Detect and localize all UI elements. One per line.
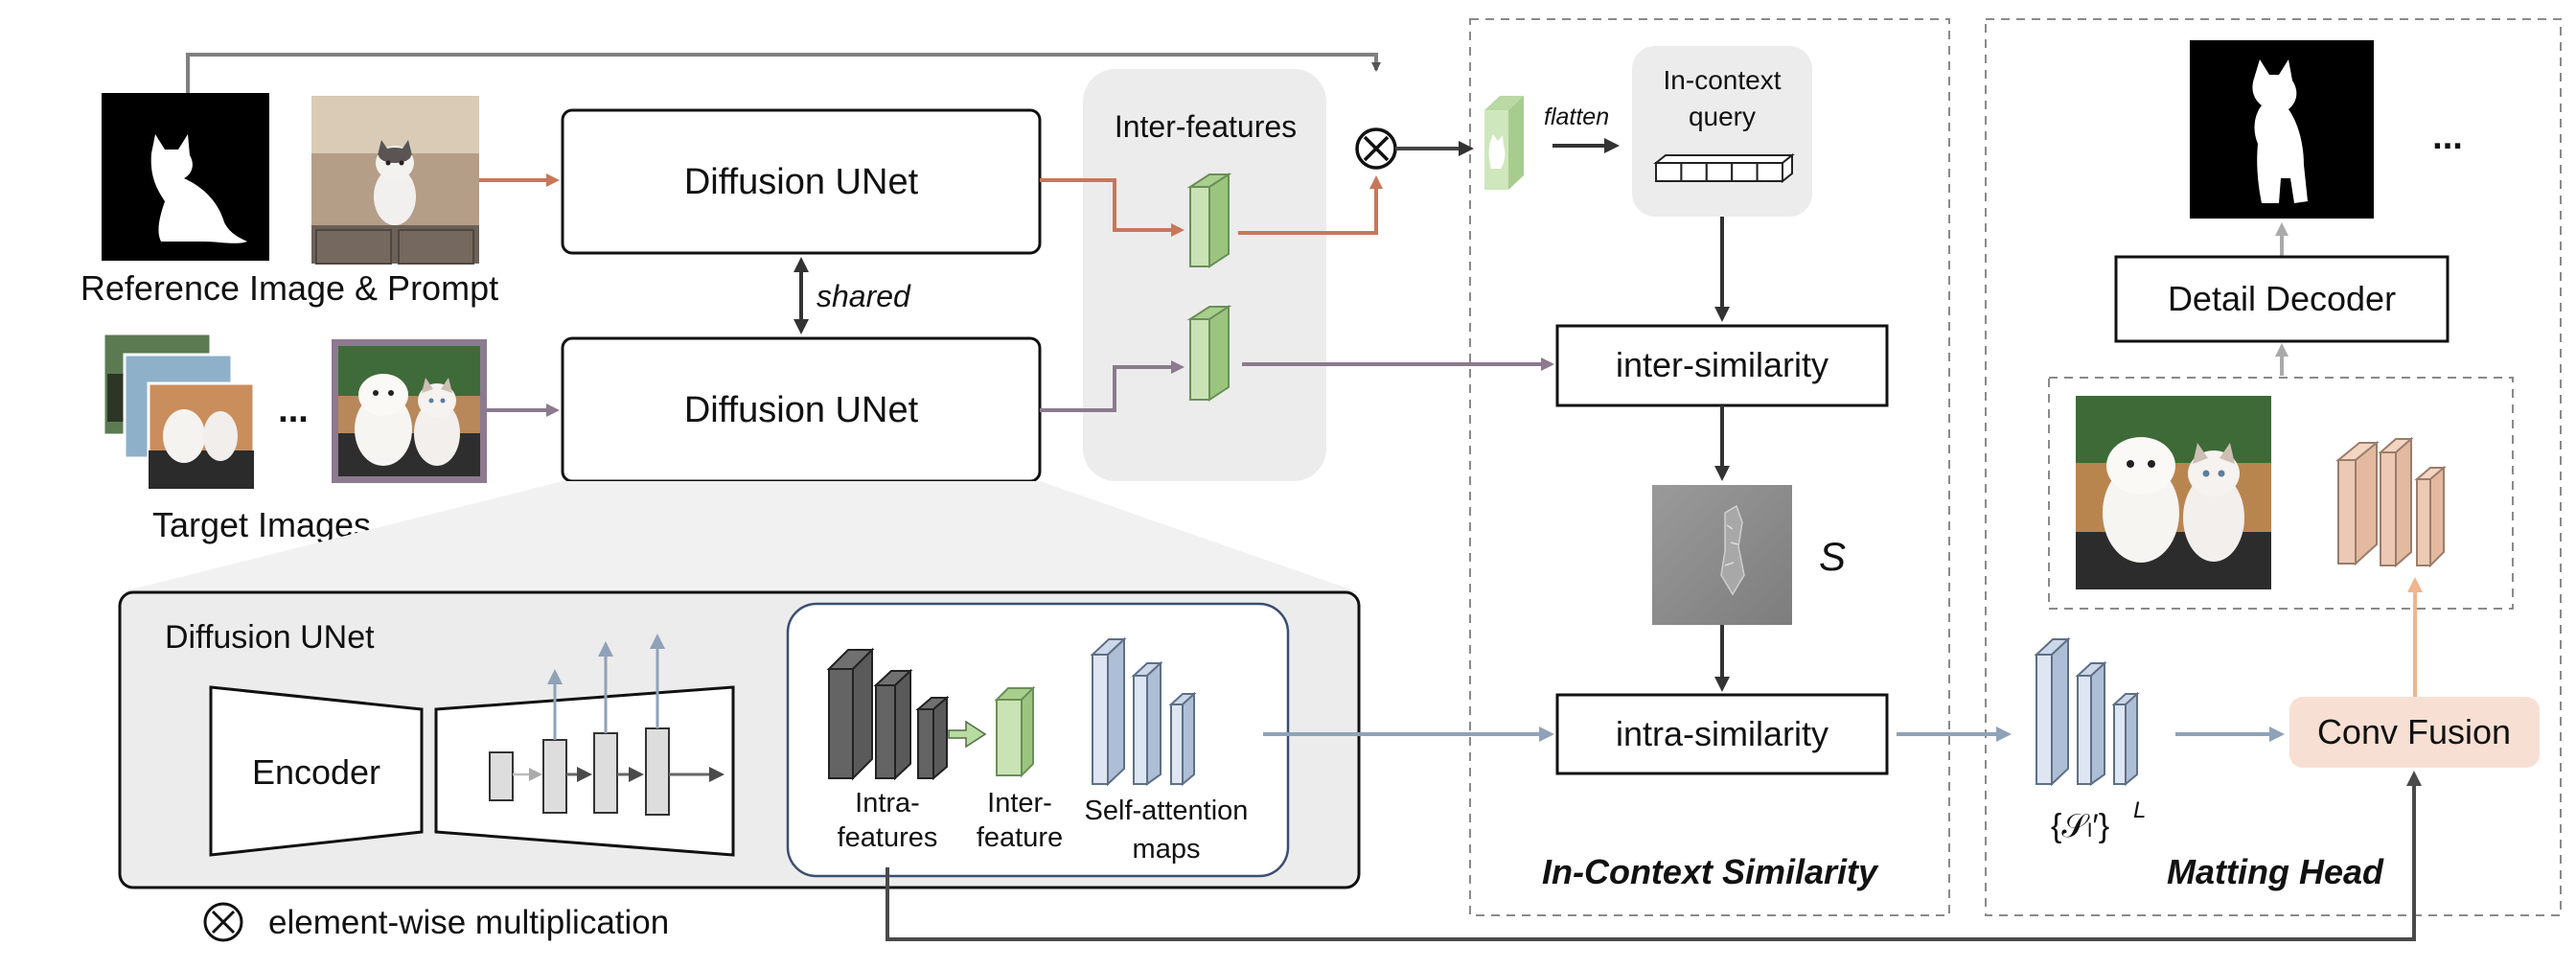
intra-features-to-conv-fusion-arrow — [886, 771, 2422, 941]
self-attention-label-2: maps — [1133, 834, 1201, 865]
reference-photo — [311, 96, 479, 265]
intra-features-blocks — [826, 647, 950, 781]
target-image-stack — [102, 332, 256, 491]
diffusion-unet-top-label: Diffusion UNet — [684, 162, 919, 202]
self-attention-feature-set — [2034, 636, 2140, 787]
masked-feature — [1484, 96, 1524, 190]
flatten-label: flatten — [1544, 104, 1609, 130]
unet-bottom-to-feature-arrow — [1040, 360, 1184, 412]
inter-feature-top — [1186, 173, 1232, 268]
reference-mask — [102, 93, 269, 261]
similarity-map — [1652, 485, 1792, 625]
puppy-kitten-photo-icon — [355, 374, 460, 466]
self-attn-set-sup: L — [2133, 797, 2146, 823]
encoder-trapezoid — [209, 685, 424, 857]
target-photo — [332, 339, 487, 483]
zoom-wedge — [120, 481, 1359, 592]
intra-similarity-box — [1555, 693, 1889, 775]
query-label-line2: query — [1689, 102, 1756, 131]
in-context-similarity-section — [1469, 18, 1950, 916]
inter-features-panel — [1083, 69, 1326, 481]
decoder-internal-blocks — [489, 634, 724, 816]
self-attention-label-1: Self-attention — [1085, 796, 1249, 826]
mask-skip-connection — [186, 53, 1381, 93]
detail-decoder-box — [2114, 255, 2450, 343]
reference-caption: Reference Image & Prompt — [80, 268, 498, 308]
decoder-trapezoid — [434, 685, 735, 857]
self-attn-set-label: {𝒮ₗ′} — [2051, 808, 2109, 844]
intra-features-label-1: Intra- — [855, 788, 920, 819]
in-context-similarity-title: In-Context Similarity — [1542, 852, 1879, 891]
encoder-label: Encoder — [252, 752, 380, 792]
conv-fusion-box — [2289, 697, 2540, 768]
features-group — [786, 602, 1290, 878]
unet-detail-title: Diffusion UNet — [165, 619, 375, 656]
target-ellipsis: ... — [278, 390, 309, 430]
output-alpha-matte — [2190, 40, 2374, 219]
refinement-target-photo — [2076, 396, 2271, 589]
feature-to-multiply-arrow — [1238, 175, 1383, 235]
output-ellipsis: ... — [2432, 117, 2463, 157]
circle-times-icon — [1355, 127, 1397, 170]
cat-silhouette-icon — [150, 134, 247, 243]
circle-times-icon — [203, 902, 243, 942]
similarity-symbol: S — [1819, 534, 1846, 579]
query-label-line1: In-context — [1664, 65, 1782, 95]
diffusion-unet-bottom-label: Diffusion UNet — [684, 390, 919, 430]
inter-feature-block — [994, 685, 1036, 778]
intra-features-label-2: features — [838, 822, 938, 853]
cat-photo-icon — [374, 140, 416, 225]
refinement-panel — [2048, 377, 2514, 610]
inter-feature-label-2: feature — [977, 822, 1063, 853]
inter-feature-bottom — [1186, 305, 1232, 402]
query-token-vector — [1653, 152, 1795, 184]
conv-fusion-label: Conv Fusion — [2317, 712, 2511, 751]
shared-label: shared — [816, 279, 911, 313]
legend-text: element-wise multiplication — [268, 904, 669, 941]
intra-similarity-label: intra-similarity — [1616, 714, 1828, 753]
inter-similarity-box — [1555, 324, 1889, 407]
self-attention-maps-blocks — [1090, 636, 1197, 787]
target-caption: Target Images — [152, 505, 371, 544]
intra-to-inter-arrow — [948, 720, 987, 749]
inter-feature-label-1: Inter- — [987, 788, 1052, 819]
decoder-feature-blocks — [2335, 436, 2447, 568]
unet-top-to-feature-arrow — [1040, 178, 1184, 237]
matting-head-title: Matting Head — [2167, 852, 2384, 891]
inter-similarity-label: inter-similarity — [1616, 345, 1828, 384]
inter-features-label: Inter-features — [1115, 109, 1297, 144]
detail-decoder-label: Detail Decoder — [2168, 279, 2396, 318]
